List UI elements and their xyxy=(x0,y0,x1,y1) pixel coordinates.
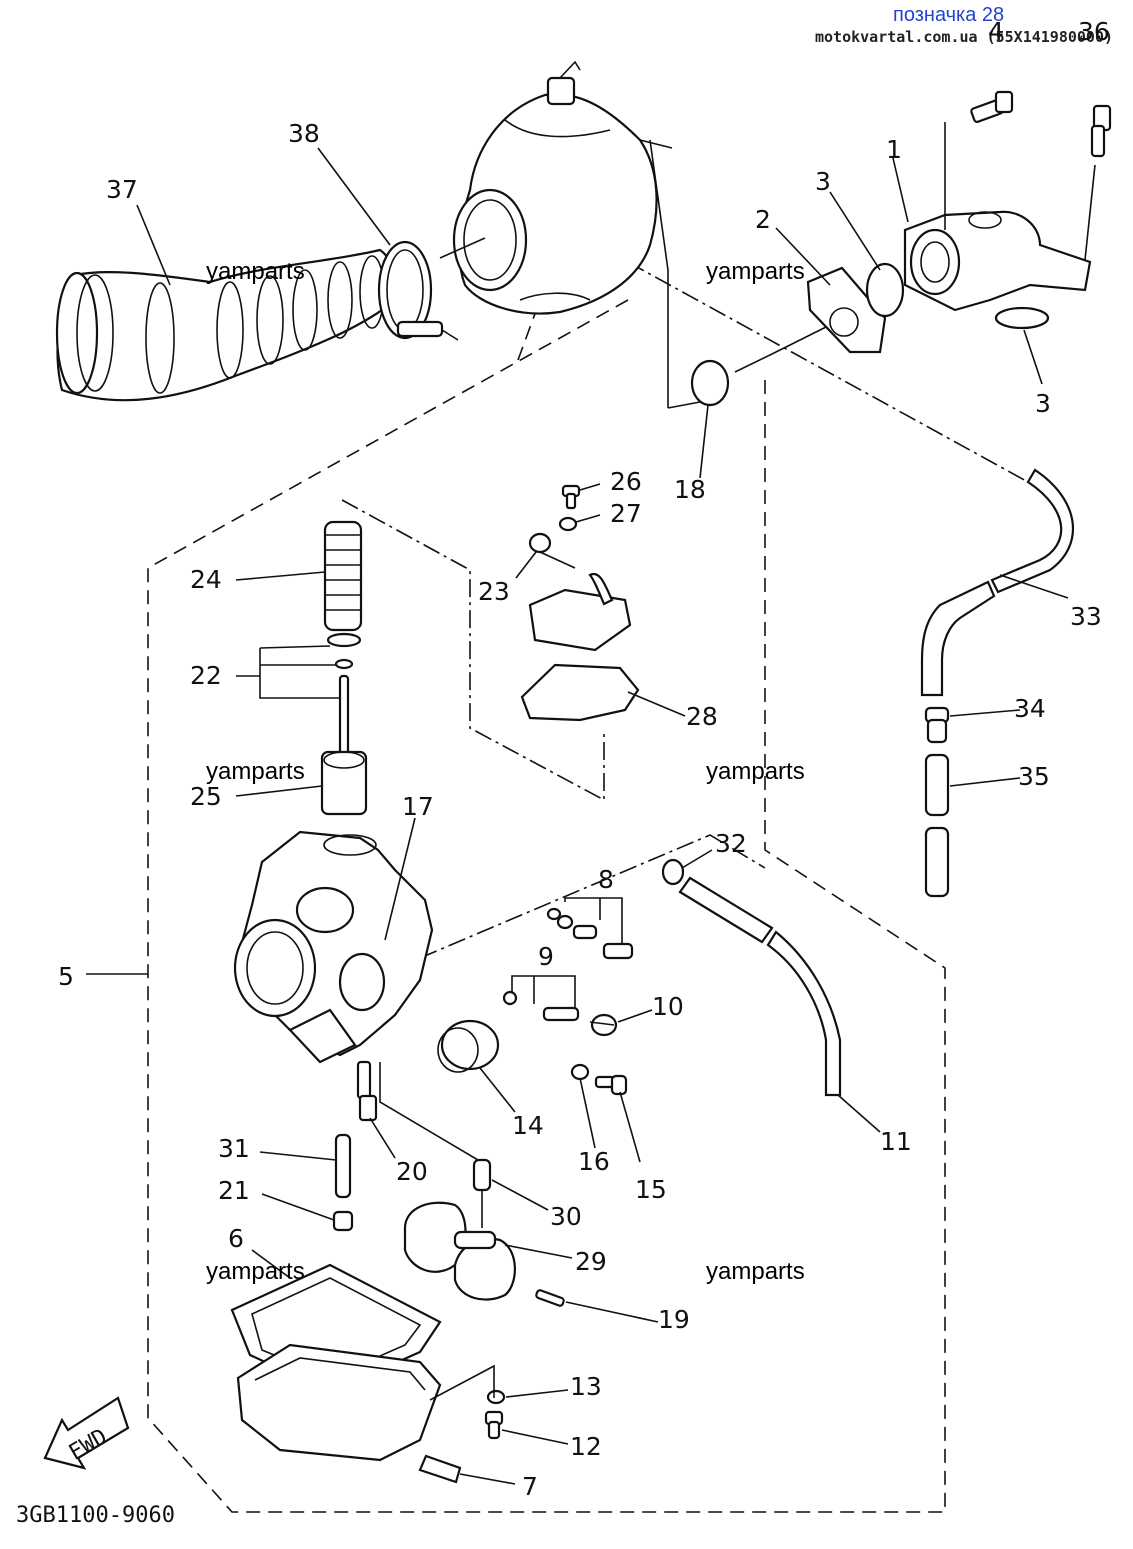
callout-16: 16 xyxy=(578,1147,610,1176)
washer-27 xyxy=(558,516,578,532)
callout-26: 26 xyxy=(610,467,642,496)
callout-27: 27 xyxy=(610,499,642,528)
callout-11: 11 xyxy=(880,1127,912,1156)
diagram-code: 3GB1100-9060 xyxy=(16,1503,175,1528)
watermark: yamparts xyxy=(706,758,805,785)
cover-gasket-28 xyxy=(520,663,640,722)
fuel-hose-11 xyxy=(678,876,842,1097)
watermark: yamparts xyxy=(706,1258,805,1285)
joint-34 xyxy=(924,706,950,744)
pilot-jet-30 xyxy=(472,1158,492,1192)
screw-4 xyxy=(944,90,1014,230)
assembly-boundary xyxy=(147,139,1029,1513)
washer-18 xyxy=(690,359,730,407)
callout-9: 9 xyxy=(538,942,554,971)
callout-38: 38 xyxy=(288,119,320,148)
vent-hose-33 xyxy=(920,468,1075,697)
callout-17: 17 xyxy=(402,792,434,821)
pilot-screw-set-8 xyxy=(546,897,634,960)
screw-set-9 xyxy=(502,975,580,1022)
screw-26 xyxy=(561,484,581,510)
o-ring-3-lower xyxy=(994,306,1050,330)
callout-31: 31 xyxy=(218,1134,250,1163)
callout-labels: 1 2 3 3 4 5 6 7 8 9 10 11 12 13 14 15 16… xyxy=(58,17,1110,1501)
intake-manifold xyxy=(903,210,1092,312)
screw-12 xyxy=(484,1410,504,1440)
callout-3-lower: 3 xyxy=(1035,389,1051,418)
clip-16 xyxy=(570,1063,590,1081)
fwd-arrow-icon: FWD xyxy=(43,1396,130,1470)
callout-12: 12 xyxy=(570,1432,602,1461)
intake-boot xyxy=(55,248,398,402)
float-pin-19 xyxy=(535,1289,565,1307)
callout-6: 6 xyxy=(228,1224,244,1253)
watermark: yamparts xyxy=(706,258,805,285)
jet-needle-22 xyxy=(326,632,362,758)
callout-25: 25 xyxy=(190,782,222,811)
hose-35 xyxy=(924,753,950,898)
callout-36: 36 xyxy=(1078,17,1110,46)
callout-21: 21 xyxy=(218,1176,250,1205)
o-ring-3-upper xyxy=(865,262,905,318)
callout-34: 34 xyxy=(1014,694,1046,723)
callout-4: 4 xyxy=(988,17,1004,46)
callout-20: 20 xyxy=(396,1157,428,1186)
callout-37: 37 xyxy=(106,175,138,204)
callout-30: 30 xyxy=(550,1202,582,1231)
gasket-2 xyxy=(806,266,887,354)
callout-32: 32 xyxy=(715,829,747,858)
callout-19: 19 xyxy=(658,1305,690,1334)
hose-clip-32 xyxy=(661,858,685,886)
washer-13 xyxy=(486,1389,506,1405)
callout-28: 28 xyxy=(686,702,718,731)
callout-2: 2 xyxy=(755,205,771,234)
carburetor-body xyxy=(233,830,434,1064)
callout-15: 15 xyxy=(635,1175,667,1204)
watermark: yamparts xyxy=(206,1258,305,1285)
float-chamber xyxy=(236,1343,442,1462)
callout-1: 1 xyxy=(886,135,902,164)
float-29 xyxy=(403,1201,516,1301)
cap-14 xyxy=(437,1019,500,1073)
header-site: motokvartal.com.ua (55X141980000) xyxy=(815,28,1114,46)
callout-23: 23 xyxy=(478,577,510,606)
needle-jet-20 xyxy=(356,1060,378,1122)
callout-7: 7 xyxy=(522,1472,538,1501)
callout-10: 10 xyxy=(652,992,684,1021)
watermarks: yamparts yamparts yamparts yamparts yamp… xyxy=(206,258,805,1285)
callout-13: 13 xyxy=(570,1372,602,1401)
header-label: позначка 28 xyxy=(893,4,1005,26)
air-box xyxy=(452,60,673,315)
hose-clamp xyxy=(377,240,459,341)
screw-36 xyxy=(1084,104,1112,261)
watermark: yamparts xyxy=(206,258,305,285)
watermark: yamparts xyxy=(206,758,305,785)
plug-10 xyxy=(590,1013,618,1037)
callout-8: 8 xyxy=(598,865,614,894)
callout-14: 14 xyxy=(512,1111,544,1140)
screw-15 xyxy=(594,1074,628,1096)
callout-29: 29 xyxy=(575,1247,607,1276)
main-jet-21 xyxy=(332,1210,354,1232)
callout-35: 35 xyxy=(1018,762,1050,791)
callout-33: 33 xyxy=(1070,602,1102,631)
callout-18: 18 xyxy=(674,475,706,504)
callout-5: 5 xyxy=(58,962,74,991)
needle-jet-31 xyxy=(334,1133,352,1199)
drain-screw-7 xyxy=(418,1454,462,1484)
throttle-valve-25 xyxy=(320,750,368,816)
callout-3-upper: 3 xyxy=(815,167,831,196)
throttle-spring-24 xyxy=(323,520,363,632)
leader-lines xyxy=(86,147,1069,1485)
callout-24: 24 xyxy=(190,565,222,594)
callout-22: 22 xyxy=(190,661,222,690)
top-cover-23 xyxy=(528,532,632,652)
